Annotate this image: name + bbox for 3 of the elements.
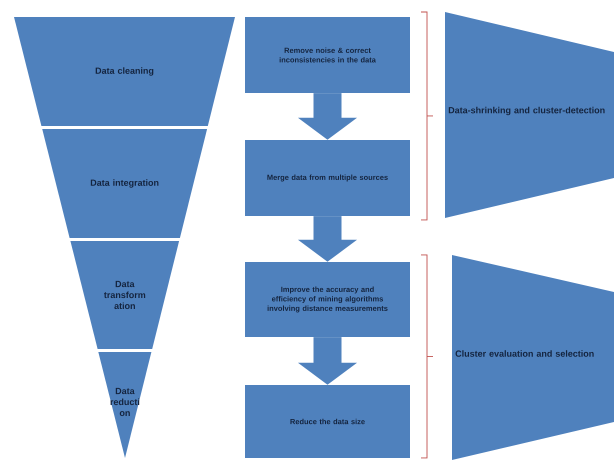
funnel-segment: Data transform ation xyxy=(70,240,180,349)
funnel-segment: Data integration xyxy=(42,128,208,238)
funnel-segment: Data cleaning xyxy=(14,17,235,126)
